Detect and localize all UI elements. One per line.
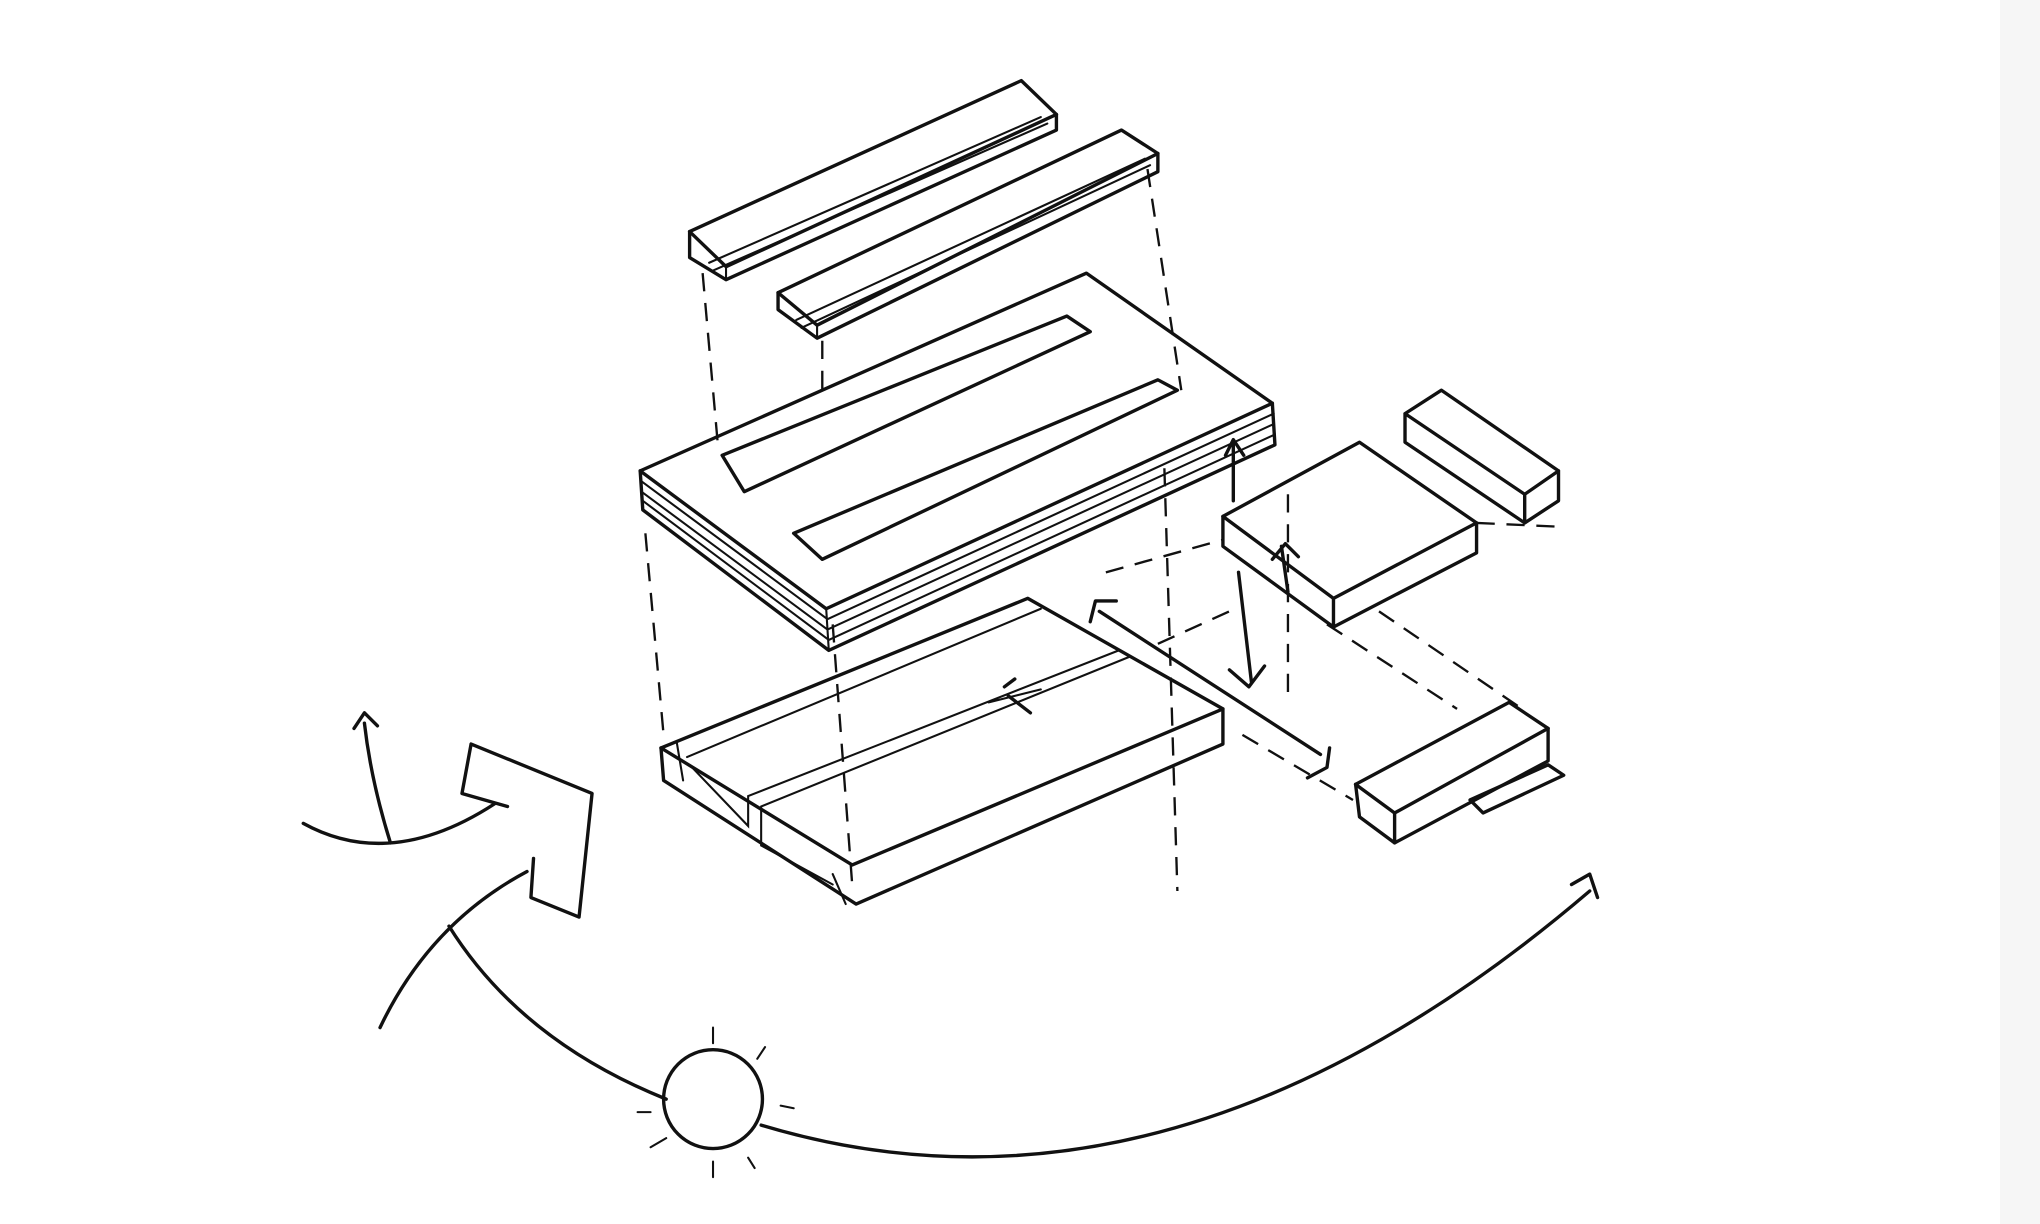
right-upper-block [1221,388,1561,629]
main-slab [638,271,1277,653]
top-beam-2 [776,128,1160,340]
paper-edge-shade [2000,0,2040,1224]
movement-arrows [1002,437,1332,780]
base-slab [659,596,1225,906]
right-lower-block [1353,700,1566,845]
top-beam-1 [687,78,1059,282]
sun-path [447,872,1600,1159]
sun-icon [636,1026,795,1179]
left-site-arrows [301,711,594,1030]
